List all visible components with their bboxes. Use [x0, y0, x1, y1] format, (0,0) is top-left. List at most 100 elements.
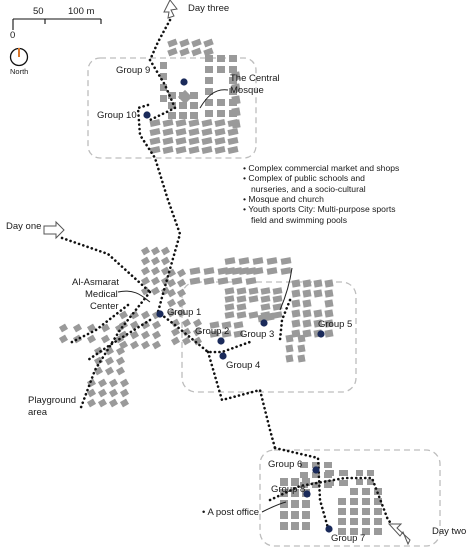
- building-block: [224, 295, 235, 303]
- building-block: [338, 498, 346, 505]
- building-block: [166, 308, 177, 318]
- group-7-label: Group 7: [331, 533, 366, 544]
- building-block: [224, 311, 235, 319]
- building-block: [175, 137, 187, 145]
- building-block: [280, 511, 288, 519]
- building-block: [252, 267, 264, 275]
- building-block: [104, 366, 115, 376]
- building-block: [231, 119, 241, 129]
- building-block: [260, 295, 271, 303]
- building-block: [203, 38, 214, 48]
- central-mosque-label-2: Mosque: [230, 85, 264, 96]
- building-block: [175, 119, 187, 127]
- amenity-item: field and swimming pools: [251, 214, 348, 225]
- building-block: [214, 137, 226, 145]
- building-block: [181, 336, 192, 346]
- day-three-arrow-icon: [163, 0, 178, 19]
- leader-post-office: [261, 501, 287, 513]
- building-block: [205, 77, 213, 84]
- building-block: [238, 257, 250, 265]
- building-block: [189, 277, 201, 285]
- building-block: [188, 146, 200, 154]
- building-block: [297, 344, 306, 353]
- building-block: [176, 278, 187, 288]
- building-block: [97, 378, 108, 388]
- route-center-south: [206, 350, 277, 450]
- building-block: [140, 286, 151, 296]
- building-block: [203, 277, 215, 285]
- building-block: [170, 336, 181, 346]
- marker-group-6: [312, 466, 320, 474]
- building-block: [201, 137, 213, 145]
- building-block: [245, 277, 257, 285]
- building-block: [150, 246, 161, 256]
- building-block: [217, 277, 229, 285]
- building-block: [297, 354, 306, 363]
- building-block: [302, 319, 312, 328]
- building-block: [176, 298, 187, 308]
- building-block: [221, 330, 232, 338]
- building-block: [162, 137, 174, 145]
- building-block: [338, 508, 346, 515]
- building-block: [217, 99, 225, 106]
- building-block: [231, 83, 241, 93]
- building-block: [175, 146, 187, 154]
- building-block: [162, 146, 174, 154]
- building-block: [140, 256, 151, 266]
- building-block: [227, 146, 239, 154]
- building-block: [272, 295, 283, 303]
- building-block: [236, 287, 247, 295]
- building-block: [280, 500, 288, 508]
- building-block: [175, 128, 187, 136]
- building-block: [166, 268, 177, 278]
- building-block: [97, 388, 108, 398]
- building-block: [231, 71, 241, 81]
- building-block: [119, 398, 130, 408]
- building-block: [280, 522, 288, 530]
- building-block: [231, 277, 243, 285]
- building-block: [266, 267, 278, 275]
- building-block: [374, 508, 382, 515]
- building-block: [248, 295, 259, 303]
- zone-north: [87, 57, 257, 159]
- building-block: [108, 398, 119, 408]
- day-two-label: Day two: [432, 526, 467, 537]
- day-three-label: Day three: [188, 3, 230, 14]
- route-group-ring: [148, 58, 177, 122]
- route-south: [273, 446, 330, 530]
- building-block: [149, 119, 161, 127]
- building-block: [181, 327, 192, 337]
- leader-medical: [117, 290, 151, 303]
- building-block: [217, 110, 225, 117]
- north-label: North: [10, 67, 29, 76]
- building-block: [221, 321, 232, 329]
- building-block: [140, 276, 151, 286]
- route-day-two: [268, 476, 400, 532]
- building-block: [285, 344, 294, 353]
- zone-south: [259, 449, 441, 547]
- building-block: [188, 119, 200, 127]
- building-block: [233, 330, 244, 338]
- building-block: [86, 323, 97, 333]
- building-block: [140, 310, 151, 320]
- central-mosque-label-1: The Central: [230, 73, 280, 84]
- building-block: [362, 488, 370, 495]
- building-block: [189, 267, 201, 275]
- building-block: [324, 299, 334, 308]
- building-block: [209, 321, 220, 329]
- building-block: [350, 528, 358, 535]
- scale-tick-0: 0: [10, 30, 16, 41]
- building-block: [313, 309, 323, 318]
- building-block: [291, 478, 299, 486]
- building-block: [248, 287, 259, 295]
- building-block: [150, 266, 161, 276]
- building-block: [350, 518, 358, 525]
- building-block: [291, 500, 299, 508]
- building-block: [170, 327, 181, 337]
- building-block: [350, 508, 358, 515]
- building-block: [229, 55, 237, 62]
- route-day-three: [148, 18, 172, 62]
- building-block: [192, 318, 203, 328]
- building-block: [150, 256, 161, 266]
